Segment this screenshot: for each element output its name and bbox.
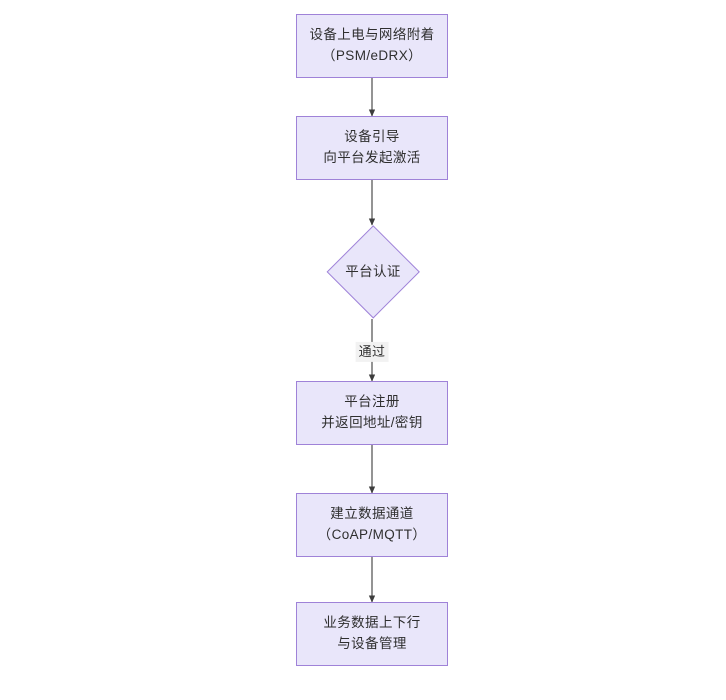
node-label-line: 设备上电与网络附着	[309, 27, 435, 43]
node-platform-authentication-label: 平台认证	[326, 225, 420, 319]
node-device-bootstrap[interactable]: 设备引导 向平台发起激活	[296, 116, 448, 180]
node-label-line: 业务数据上下行	[323, 615, 421, 631]
node-label-line: 平台注册	[344, 394, 400, 410]
node-label-line: （CoAP/MQTT）	[317, 527, 427, 542]
node-label-line: 向平台发起激活	[323, 150, 421, 165]
node-label-line: 与设备管理	[337, 636, 407, 651]
node-label-line: （PSM/eDRX）	[321, 48, 423, 63]
edge-label-pass: 通过	[355, 341, 389, 363]
node-business-data-and-device-management[interactable]: 业务数据上下行 与设备管理	[296, 602, 448, 666]
node-device-power-on[interactable]: 设备上电与网络附着 （PSM/eDRX）	[296, 14, 448, 78]
node-establish-data-channel[interactable]: 建立数据通道 （CoAP/MQTT）	[296, 493, 448, 557]
node-platform-registration[interactable]: 平台注册 并返回地址/密钥	[296, 381, 448, 445]
node-label-line: 设备引导	[344, 129, 400, 145]
node-label-line: 建立数据通道	[330, 506, 414, 522]
node-label-line: 并返回地址/密钥	[321, 415, 423, 430]
node-label-line: 平台认证	[345, 263, 401, 279]
